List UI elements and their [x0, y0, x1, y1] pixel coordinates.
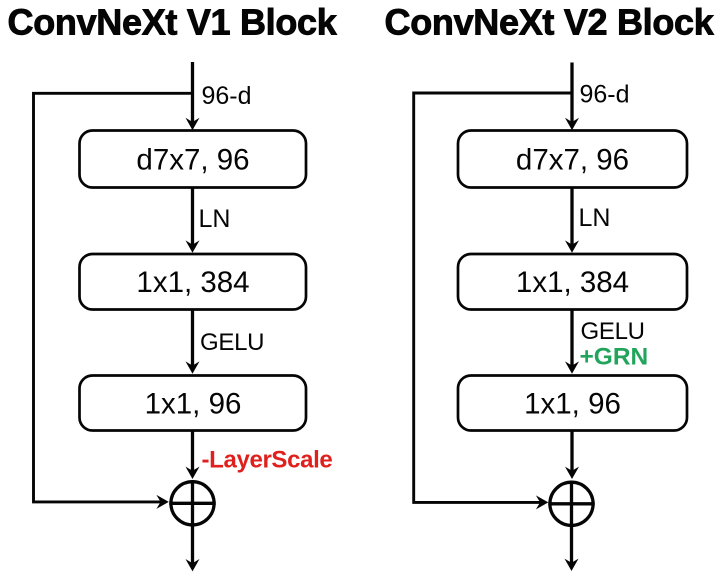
- svg-text:96-d: 96-d: [580, 81, 630, 109]
- svg-text:1x1, 96: 1x1, 96: [145, 387, 242, 420]
- svg-text:1x1, 384: 1x1, 384: [136, 266, 249, 299]
- svg-text:1x1, 384: 1x1, 384: [516, 266, 629, 299]
- svg-text:-LayerScale: -LayerScale: [202, 447, 333, 474]
- svg-text:1x1, 96: 1x1, 96: [524, 387, 621, 420]
- svg-text:ConvNeXt V2 Block: ConvNeXt V2 Block: [385, 2, 715, 43]
- svg-text:d7x7, 96: d7x7, 96: [136, 143, 249, 176]
- svg-text:ConvNeXt V1 Block: ConvNeXt V1 Block: [8, 2, 338, 43]
- svg-text:GELU: GELU: [200, 329, 264, 356]
- svg-text:GELU: GELU: [581, 318, 645, 345]
- svg-text:+GRN: +GRN: [580, 344, 649, 371]
- svg-text:d7x7, 96: d7x7, 96: [516, 143, 629, 176]
- svg-text:LN: LN: [579, 204, 611, 232]
- svg-text:LN: LN: [199, 205, 231, 233]
- svg-text:96-d: 96-d: [202, 82, 252, 110]
